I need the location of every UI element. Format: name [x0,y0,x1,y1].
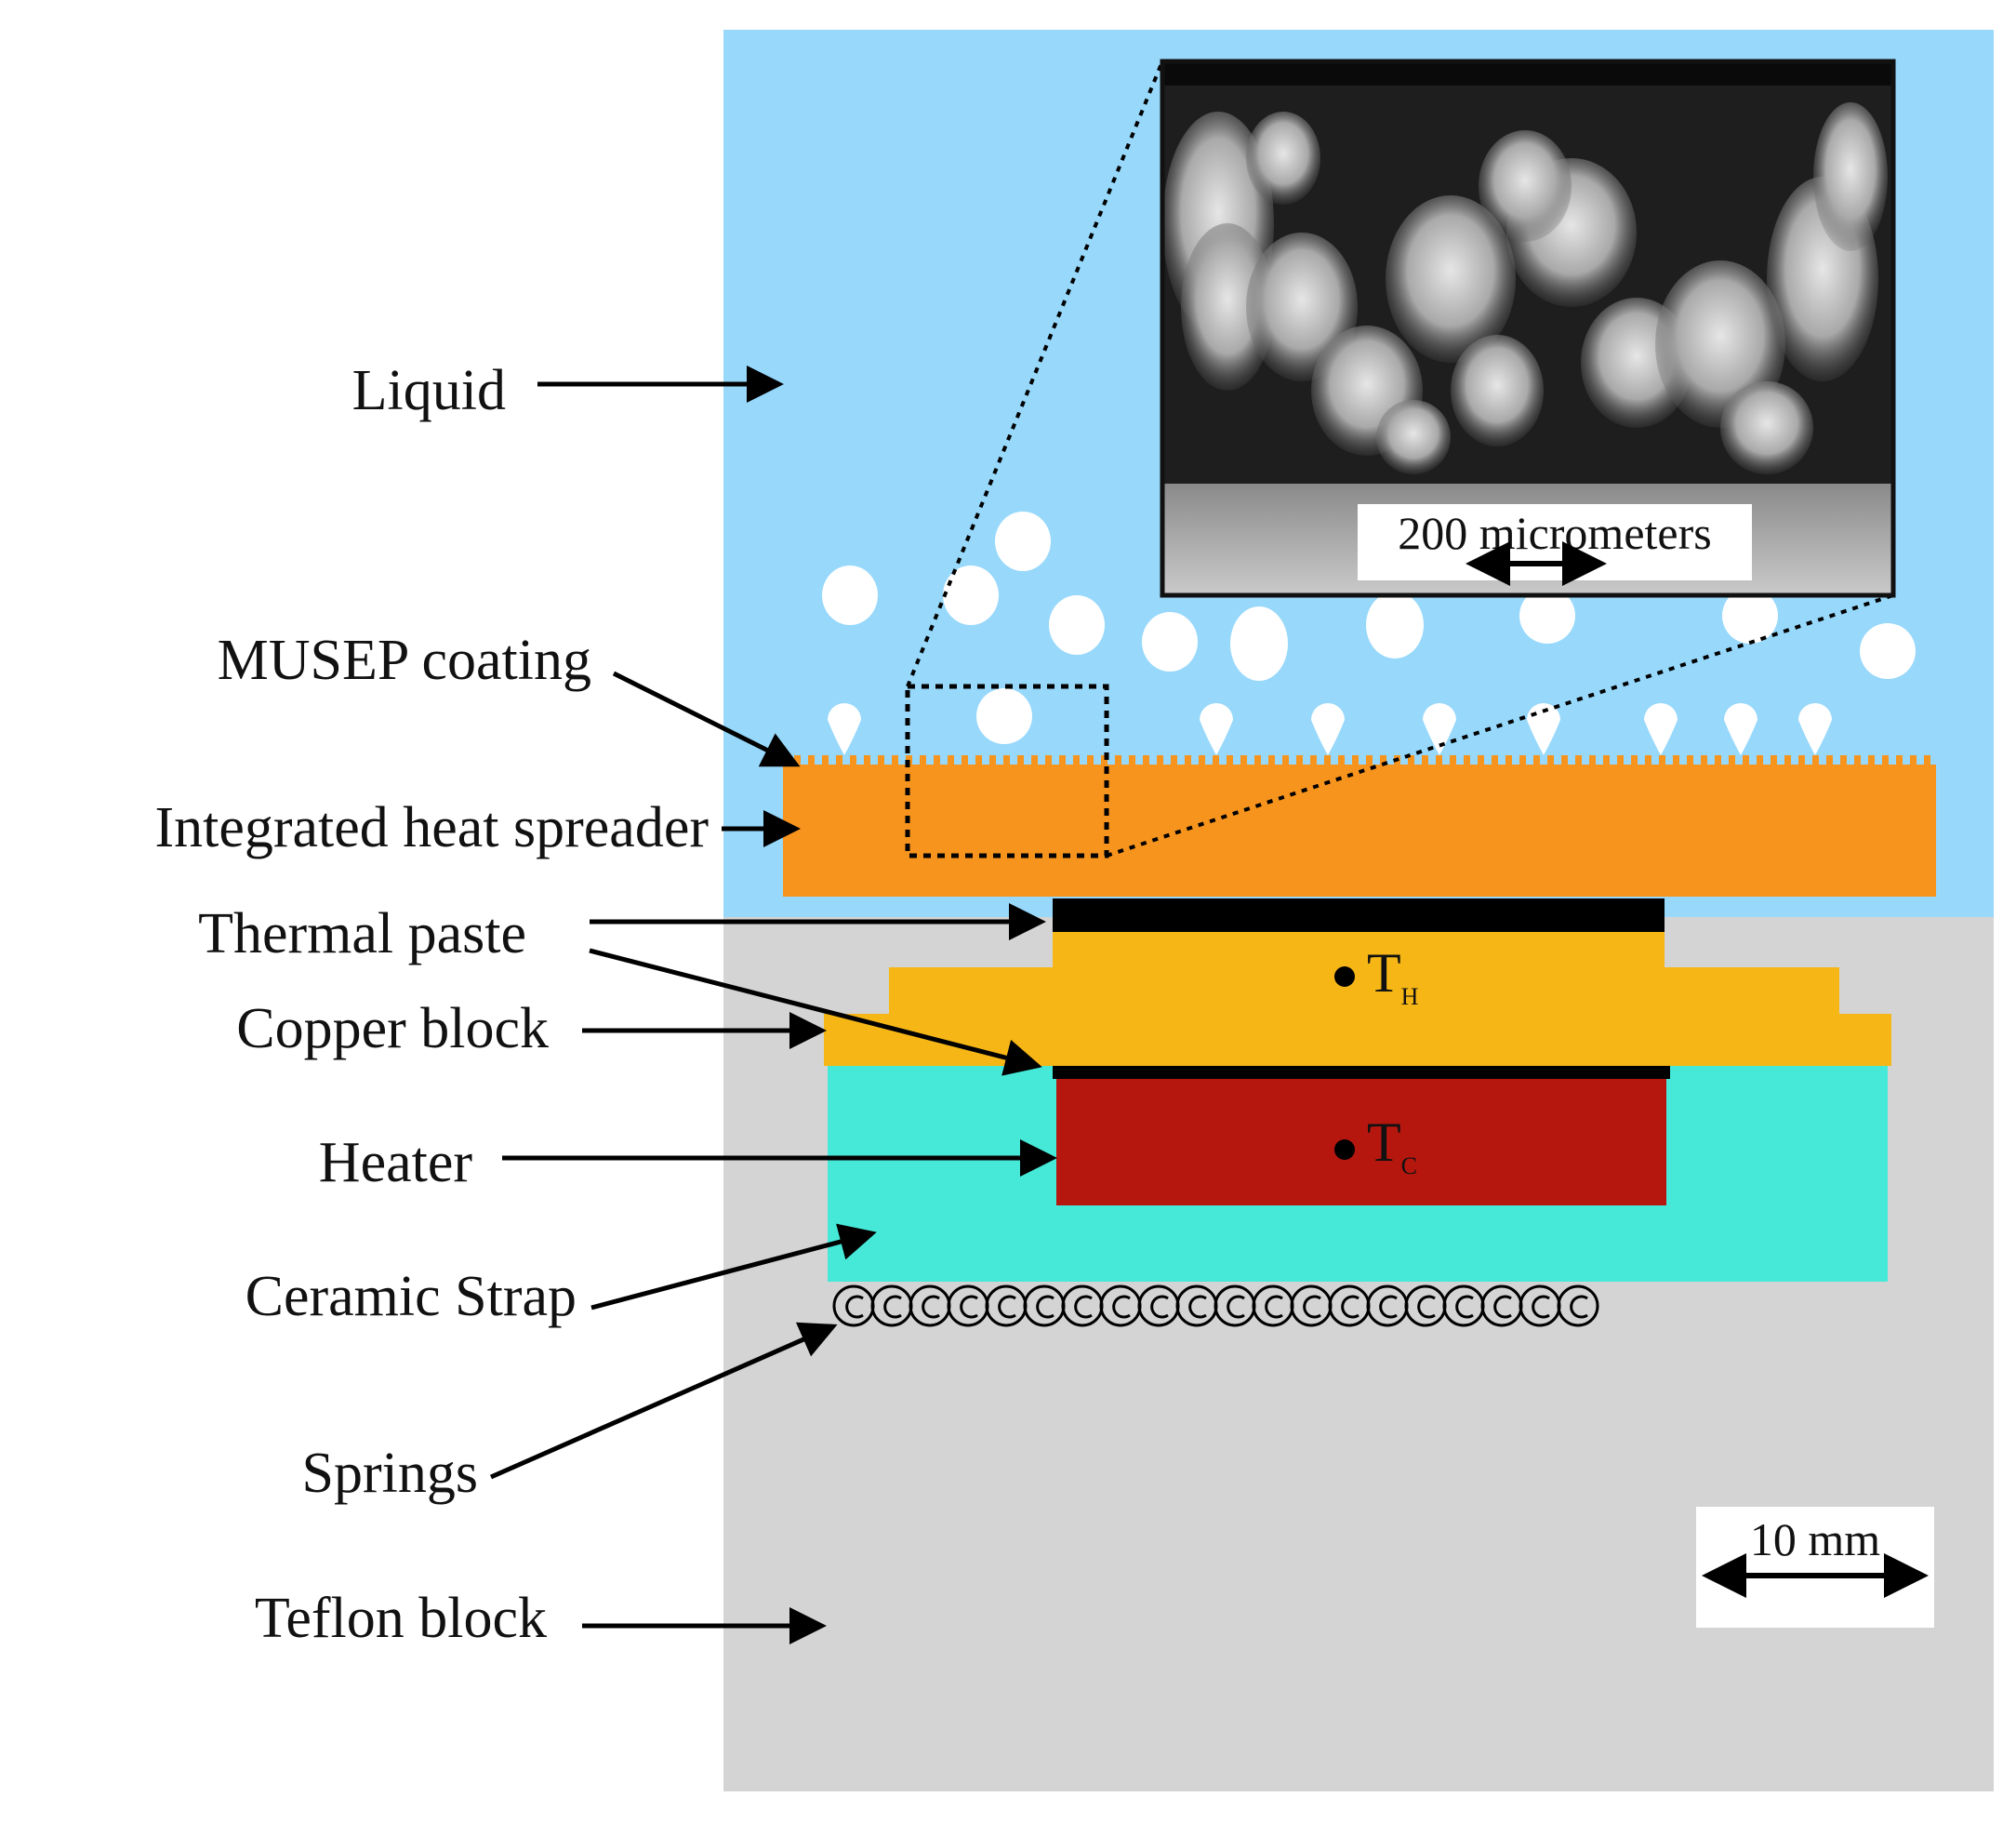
micrograph-inset: 200 micrometers [1160,59,1896,598]
label-copper-block: Copper block [236,997,549,1060]
spring-coil-icon [832,1284,1599,1327]
label-heat-spreader: Integrated heat spreader [154,796,709,859]
inset-scale-label: 200 micrometers [1398,507,1711,559]
zoom-connector-bottom [1106,593,1894,858]
arrow-thermal-paste-bottom [589,948,1042,1076]
arrow-musep [612,671,801,767]
tc-sensor-dot [1334,1139,1355,1160]
label-ceramic-strap: Ceramic Strap [245,1265,577,1328]
arrow-springs [489,1322,838,1480]
label-thermal-paste: Thermal paste [198,902,526,965]
copper-block [824,932,1891,1066]
musep-coating [787,755,1938,765]
thermal-paste-bottom [1053,1066,1670,1079]
scale-bar: 10 mm [1696,1507,1934,1628]
label-springs: Springs [302,1442,478,1505]
th-sensor-dot [1334,966,1355,987]
tc-label: TC [1367,1111,1417,1179]
zoom-region-box [905,684,1109,858]
vapor-bubble-icon [822,512,1916,755]
scale-bar-label: 10 mm [1750,1513,1880,1565]
th-label: TH [1367,942,1419,1010]
label-teflon-block: Teflon block [255,1587,547,1650]
zoom-connector-top [906,60,1164,687]
thermal-paste-top [1053,898,1665,932]
label-liquid: Liquid [352,359,506,422]
integrated-heat-spreader [783,755,1936,897]
label-musep-coating: MUSEP coating [218,629,591,692]
arrow-ceramic-strap [590,1223,877,1311]
heater-block [1056,1079,1666,1205]
label-heater: Heater [319,1131,473,1194]
